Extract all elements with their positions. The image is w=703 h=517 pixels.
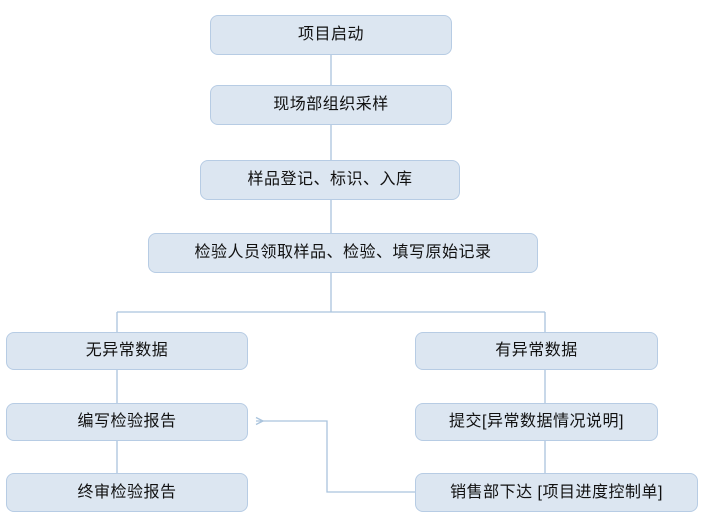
node-register[interactable]: 样品登记、标识、入库 (200, 160, 460, 200)
node-sales-order-label: 销售部下达 [项目进度控制单] (450, 483, 663, 501)
node-normal-data-label: 无异常数据 (85, 342, 169, 360)
node-abnormal-data[interactable]: 有异常数据 (415, 332, 658, 370)
node-final-report[interactable]: 终审检验报告 (6, 473, 248, 512)
node-register-label: 样品登记、标识、入库 (247, 171, 413, 189)
node-sampling[interactable]: 现场部组织采样 (210, 85, 452, 125)
node-write-report-label: 编写检验报告 (77, 413, 177, 431)
node-sales-order[interactable]: 销售部下达 [项目进度控制单] (415, 473, 698, 512)
node-normal-data[interactable]: 无异常数据 (6, 332, 248, 370)
node-start-label: 项目启动 (297, 26, 364, 44)
node-abnormal-data-label: 有异常数据 (495, 342, 578, 360)
node-sampling-label: 现场部组织采样 (273, 96, 389, 114)
node-submit-note[interactable]: 提交[异常数据情况说明] (415, 403, 658, 441)
node-final-report-label: 终审检验报告 (77, 483, 177, 501)
node-submit-note-label: 提交[异常数据情况说明] (449, 413, 624, 431)
node-start[interactable]: 项目启动 (210, 15, 452, 55)
node-inspect[interactable]: 检验人员领取样品、检验、填写原始记录 (148, 233, 538, 273)
node-inspect-label: 检验人员领取样品、检验、填写原始记录 (194, 244, 492, 262)
node-write-report[interactable]: 编写检验报告 (6, 403, 248, 441)
edge-sales-feedback-to-write (256, 421, 415, 493)
